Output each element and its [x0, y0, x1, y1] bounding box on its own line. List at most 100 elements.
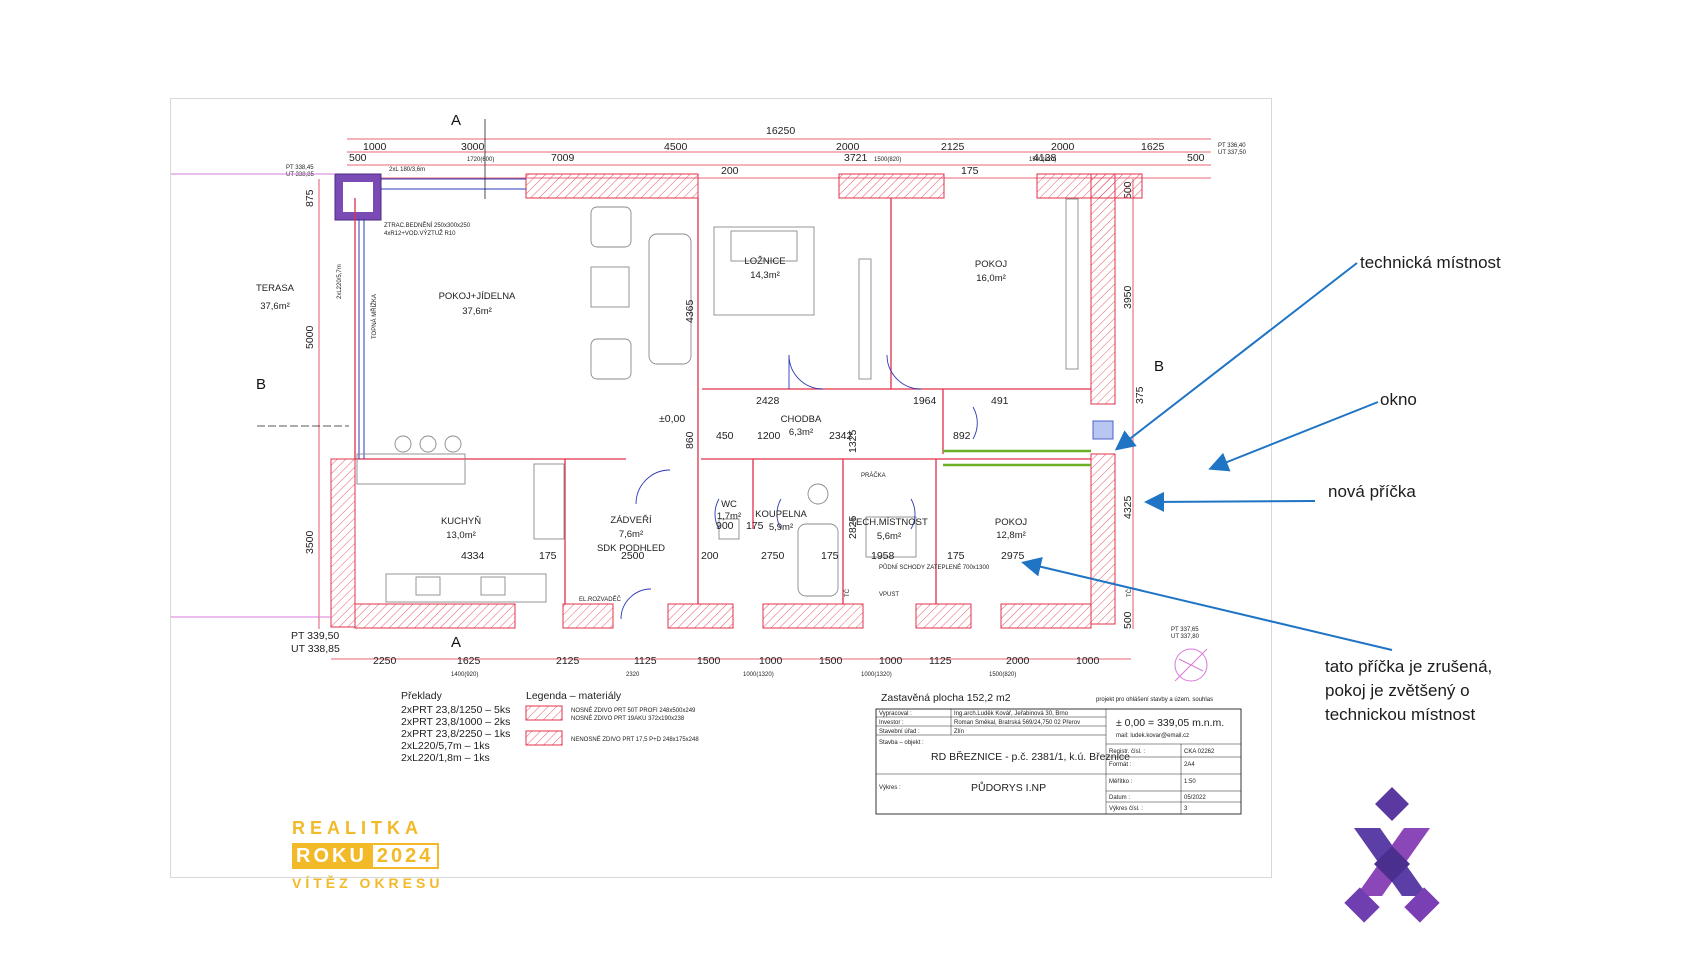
sheet-value: 3: [1184, 806, 1188, 812]
heating-label: TOPNÁ MŘÍŽKA: [370, 294, 378, 339]
room-kuchyn-area: 13,0m²: [446, 530, 476, 541]
heat-pump-label: TČ: [844, 588, 851, 597]
column-label: ZTRAC.BEDNĚNÍ 250x300x250: [384, 221, 471, 229]
left-dimensions: 875 5000 3500: [304, 179, 320, 629]
ut-top-right: UT 337,50: [1218, 150, 1247, 156]
dim-top-r2-3: 3721: [844, 152, 868, 164]
dim-bottom-sub: 2320: [626, 672, 640, 678]
dim-inner: 491: [991, 395, 1009, 407]
drawing-label: Výkres :: [879, 785, 901, 791]
room-terasa-area: 37,6m²: [260, 301, 290, 312]
room-labels: TERASA 37,6m² POKOJ+JÍDELNA 37,6m² LOŽNI…: [256, 256, 1027, 554]
room-kuchyn-name: KUCHYŇ: [441, 516, 481, 527]
dim-bottom-sub: 1500(820): [989, 672, 1016, 678]
designer-value: Ing.arch.Luděk Kovář, Jeřabinová 30, Brn…: [954, 711, 1069, 717]
dim-bottom: 2250: [373, 655, 397, 667]
section-a-top: A: [451, 112, 461, 129]
badge-line-1: REALITKA: [292, 818, 423, 838]
dim-left-3: 3500: [304, 530, 316, 554]
room-zadveri-name: ZÁDVEŘÍ: [610, 515, 652, 526]
lintels-legend-item: 2xPRT 23,8/1250 – 5ks: [401, 704, 510, 716]
dim-inner: 1958: [871, 550, 895, 562]
dim-top-r2-1: 500: [349, 152, 367, 164]
right-dimensions: 500 3950 375 4325 500: [1122, 179, 1146, 629]
badge-line-3: VÍTĚZ OKRESU: [292, 875, 444, 891]
date-value: 05/2022: [1184, 795, 1206, 801]
ut-top-left: UT 338,85: [286, 172, 315, 178]
dim-inner: 175: [821, 550, 839, 562]
pt-top-left: PT 338,45: [286, 165, 314, 171]
dim-top-4: 2000: [836, 141, 860, 153]
dim-right-4: 4325: [1122, 495, 1134, 519]
walls: [330, 173, 1143, 629]
dim-top-total: 16250: [766, 125, 795, 137]
dim-top-r2-5: 500: [1187, 152, 1205, 164]
dim-inner: 1200: [757, 430, 781, 442]
lintels-legend-item: 2xL220/1,8m – 1ks: [401, 752, 490, 764]
investor-value: Roman Směkal, Bratrská 569/24,750 02 Pře…: [954, 720, 1080, 726]
annotation-technical-room: technická místnost: [1360, 253, 1501, 272]
floor-plan-svg: 16250 1000 3000 4500 2000 2125 2000 1625…: [171, 112, 1247, 815]
dim-inner: 2500: [621, 550, 645, 562]
format-value: 2A4: [1184, 762, 1195, 768]
room-wc-name: WC: [721, 499, 737, 510]
dim-inner: 892: [953, 430, 971, 442]
annotation-new-partition: nová příčka: [1328, 482, 1416, 501]
dim-inner: 2825: [847, 515, 859, 539]
room-loznice-area: 14,3m²: [750, 270, 780, 281]
floor-plan-drawing: 16250 1000 3000 4500 2000 2125 2000 1625…: [170, 98, 1272, 878]
badge-year: 2024: [370, 843, 440, 869]
dim-top-2b: 1500(820): [874, 157, 901, 163]
dim-inner: 4365: [684, 299, 696, 323]
dim-inner: 1325: [847, 429, 859, 453]
room-koupelna-area: 5,9m²: [769, 522, 793, 533]
dim-right-5: 500: [1122, 611, 1134, 629]
inner-dimensions: 2428 1964 491 2342 450 1200 892 4334 175…: [461, 299, 1025, 562]
lintels-legend: Překlady 2xPRT 23,8/1250 – 5ks 2xPRT 23,…: [401, 690, 510, 764]
lintels-legend-item: 2xPRT 23,8/1000 – 2ks: [401, 716, 510, 728]
materials-legend-item: NOSNÉ ZDIVO PRT 19AKU 372x190x238: [571, 715, 685, 722]
dim-top-r2-2: 7009: [551, 152, 575, 164]
dim-top-1b: 1720(600): [467, 157, 494, 163]
scale-label: Měřítko :: [1109, 779, 1133, 785]
room-tech-name: TECH.MÍSTNOST: [850, 517, 928, 528]
dim-bottom: 1000: [759, 655, 783, 667]
dim-top-2: 3000: [461, 141, 485, 153]
ut-bottom-right: UT 337,80: [1171, 634, 1200, 640]
materials-legend-item: NENOSNÉ ZDIVO PRT 17,5 P+D 248x175x248: [571, 736, 699, 743]
dim-inner: 175: [746, 520, 764, 532]
dim-top-7: 1625: [1141, 141, 1165, 153]
dim-inner: 175: [539, 550, 557, 562]
attic-stairs-label: PŮDNÍ SCHODY ZATEPLENÉ 700x1300: [879, 564, 990, 571]
section-markers: A A B B: [256, 112, 1164, 651]
section-a-bottom: A: [451, 634, 461, 651]
dim-top-3b: 1500(820): [1029, 157, 1056, 163]
dim-top-3: 4500: [664, 141, 688, 153]
authority-label: Stavební úřad :: [879, 729, 920, 735]
dim-inner: 450: [716, 430, 734, 442]
authority-value: Zlín: [954, 729, 964, 735]
room-wc-area: 1,7m²: [717, 511, 741, 522]
built-area: Zastavěná plocha 152,2 m2: [881, 692, 1011, 704]
email-value: mail: ludek.kovar@email.cz: [1116, 733, 1189, 739]
dim-top-inner-2: 175: [961, 165, 979, 177]
level-marker: ±0,00: [659, 413, 685, 425]
date-label: Datum :: [1109, 795, 1130, 801]
elevation-value: ± 0,00 = 339,05 m.n.m.: [1116, 717, 1224, 729]
annotation-removed-partition: tato příčka je zrušená, pokoj je zvětšen…: [1325, 657, 1493, 724]
dim-inner: 2975: [1001, 550, 1025, 562]
dim-bottom: 2000: [1006, 655, 1030, 667]
dim-bottom-sub: 1000(1320): [861, 672, 892, 678]
room-loznice-name: LOŽNICE: [744, 256, 785, 267]
room-chodba-area: 6,3m²: [789, 427, 813, 438]
title-block: Zastavěná plocha 152,2 m2 projekt pro oh…: [875, 692, 1242, 815]
lintels-legend-title: Překlady: [401, 690, 443, 702]
room-zadveri-area: 7,6m²: [619, 529, 643, 540]
dim-right-2: 3950: [1122, 285, 1134, 309]
vertical-lintel-label: 2xL220/5,7m: [337, 264, 343, 299]
object-label: Stavba – objekt :: [879, 740, 924, 746]
dim-inner: 4334: [461, 550, 485, 562]
room-terasa-name: TERASA: [256, 283, 295, 294]
scale-value: 1:50: [1184, 779, 1196, 785]
